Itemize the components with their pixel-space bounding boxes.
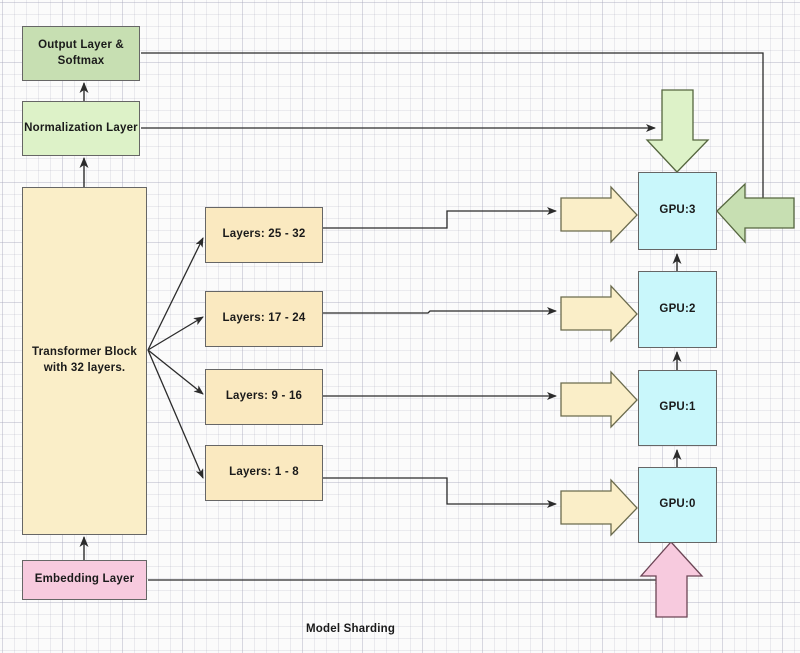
shard-to-gpu3-arrow bbox=[560, 185, 638, 244]
gpu-node-1[interactable]: GPU:1 bbox=[638, 370, 717, 446]
gpu-node-0[interactable]: GPU:0 bbox=[638, 467, 717, 543]
gpu-label: GPU:1 bbox=[659, 401, 696, 414]
diagram-caption: Model Sharding bbox=[306, 623, 396, 635]
shard-box-layers-17-24[interactable]: Layers: 17 - 24 bbox=[205, 291, 323, 347]
gpu-node-2[interactable]: GPU:2 bbox=[638, 271, 717, 348]
embedding-layer-node[interactable]: Embedding Layer bbox=[22, 560, 147, 600]
shard-to-gpu0-arrow bbox=[560, 478, 638, 537]
output-layer-label-line1: Output Layer & bbox=[38, 38, 124, 51]
gpu-node-3[interactable]: GPU:3 bbox=[638, 172, 717, 250]
normalization-to-gpu3-arrow bbox=[645, 89, 710, 173]
transformer-block-label: Transformer Block with 32 layers. bbox=[32, 345, 137, 376]
gpu-label: GPU:3 bbox=[659, 204, 696, 217]
shard-label: Layers: 9 - 16 bbox=[225, 390, 303, 403]
shard-label: Layers: 1 - 8 bbox=[229, 466, 299, 479]
shard-label: Layers: 25 - 32 bbox=[222, 228, 306, 241]
shard-label: Layers: 17 - 24 bbox=[222, 312, 306, 325]
output-layer-label-line2: Softmax bbox=[57, 54, 105, 67]
shard-to-arrow-connectors bbox=[323, 207, 557, 508]
transformer-block-node[interactable]: Transformer Block with 32 layers. bbox=[22, 187, 147, 535]
shard-box-layers-1-8[interactable]: Layers: 1 - 8 bbox=[205, 445, 323, 501]
gpu-label: GPU:0 bbox=[659, 498, 696, 511]
transformer-fanout-connectors bbox=[147, 237, 204, 479]
gpu-label: GPU:2 bbox=[659, 302, 696, 315]
output-to-gpu3-arrow bbox=[716, 182, 795, 244]
normalization-layer-node[interactable]: Normalization Layer bbox=[22, 101, 140, 156]
shard-to-gpu1-arrow bbox=[560, 370, 638, 429]
shard-box-layers-25-32[interactable]: Layers: 25 - 32 bbox=[205, 207, 323, 263]
normalization-layer-label: Normalization Layer bbox=[24, 121, 138, 134]
shard-box-layers-9-16[interactable]: Layers: 9 - 16 bbox=[205, 369, 323, 425]
embedding-layer-label: Embedding Layer bbox=[34, 573, 135, 586]
shard-to-gpu2-arrow bbox=[560, 284, 638, 343]
output-layer-label: Output Layer & Softmax bbox=[38, 38, 124, 69]
embedding-to-gpu0-arrow bbox=[639, 541, 704, 618]
transformer-block-label-line2: with 32 layers. bbox=[43, 362, 126, 374]
output-layer-node[interactable]: Output Layer & Softmax bbox=[22, 26, 140, 81]
transformer-block-label-line1: Transformer Block bbox=[31, 346, 138, 359]
